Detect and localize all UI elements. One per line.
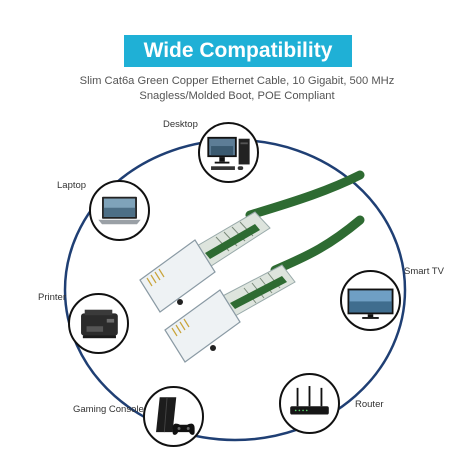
device-label-gaming-console: Gaming Console <box>73 404 144 415</box>
subtitle-line-1: Slim Cat6a Green Copper Ethernet Cable, … <box>79 75 395 87</box>
subtitle-line-2: Snagless/Molded Boot, POE Compliant <box>139 90 335 102</box>
device-circle-laptop <box>89 180 150 241</box>
device-label-smart-tv: Smart TV <box>404 266 444 277</box>
device-label-router: Router <box>355 399 384 410</box>
device-circle-router <box>279 373 340 434</box>
device-circle-desktop <box>198 122 259 183</box>
title-banner: Wide Compatibility <box>124 35 352 67</box>
device-circle-gaming-console <box>143 386 204 447</box>
printer-icon <box>81 309 118 339</box>
device-circle-printer <box>68 293 129 354</box>
smart-tv-icon <box>347 288 394 319</box>
router-icon <box>290 386 329 415</box>
device-label-printer: Printer <box>38 292 66 303</box>
device-label-laptop: Laptop <box>57 180 87 191</box>
device-circle-smart-tv <box>340 270 401 331</box>
laptop-icon <box>98 196 141 225</box>
device-label-desktop: Desktop <box>163 119 198 130</box>
desktop-icon <box>207 136 250 170</box>
gaming-console-icon <box>156 397 195 435</box>
